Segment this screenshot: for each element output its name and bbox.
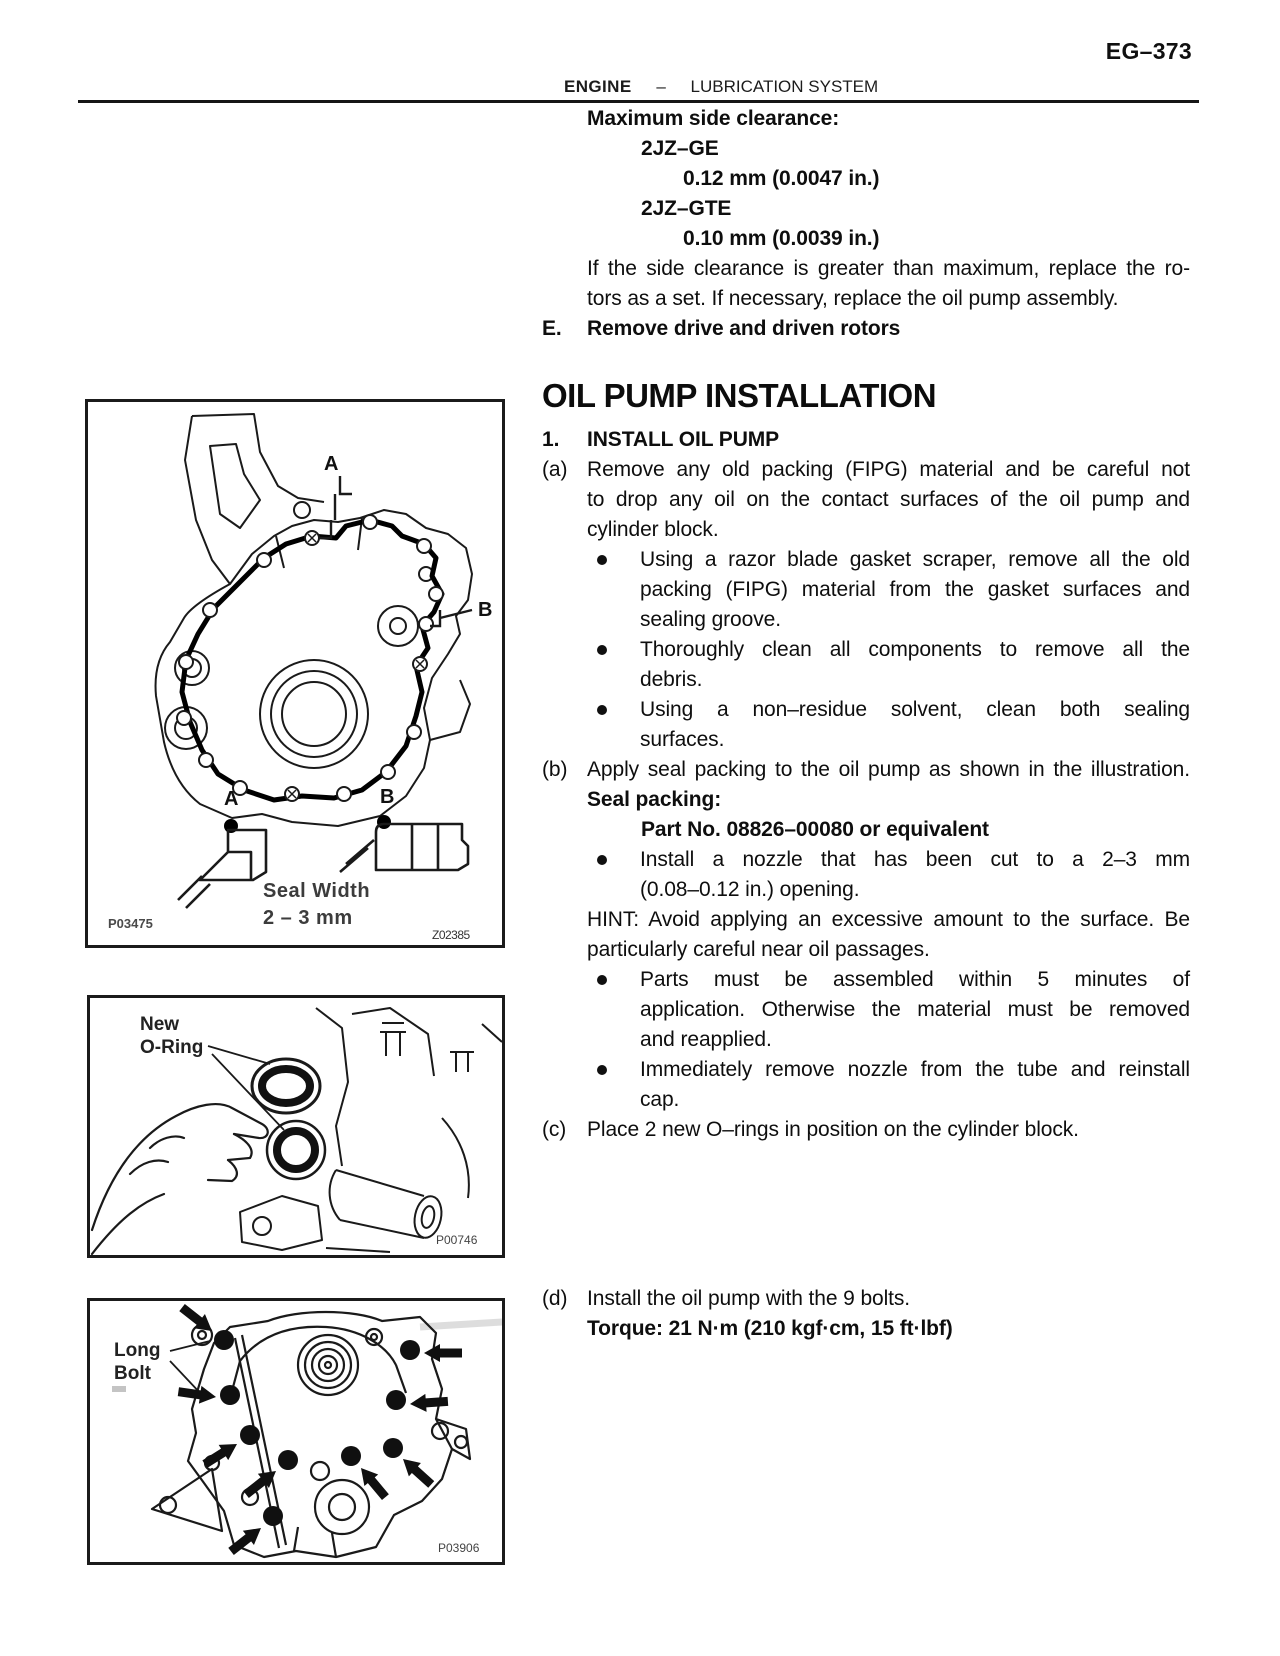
step-a-label: (a) — [542, 458, 568, 481]
figure-seal-packing: A B A B S — [85, 399, 505, 948]
detail-a: A — [177, 788, 268, 909]
label-a: A — [324, 453, 338, 475]
oring-upper — [250, 1057, 322, 1115]
oring-drawing: New O-Ring — [90, 1007, 502, 1255]
seal-packing-part: Part No. 08826–00080 or equivalent — [641, 818, 989, 841]
spec-title: Maximum side clearance: — [587, 107, 840, 130]
hand-drawing — [90, 1103, 269, 1255]
step-e: E. Remove drive and driven rotors — [542, 314, 1190, 344]
detail-a-label: A — [224, 788, 238, 810]
bullet-icon — [597, 555, 607, 565]
bullet-item: Install a nozzle that has been cut to a … — [542, 845, 1190, 905]
seal-width-caption-line2: 2 – 3 mm — [263, 907, 353, 929]
step-a-text: Remove any old packing (FIPG) material a… — [587, 458, 1190, 541]
bolt-arrows — [177, 1304, 462, 1555]
bolt-heads — [214, 1330, 420, 1526]
page-number: EG–373 — [1105, 38, 1192, 64]
spec-engine-1: 2JZ–GE — [641, 137, 719, 160]
bullet-icon — [597, 1065, 607, 1075]
bullet-item: Thoroughly clean all components to remov… — [542, 635, 1190, 695]
timing-cover-outline — [150, 1310, 472, 1559]
spec-note: If the side clearance is greater than ma… — [587, 257, 1190, 310]
header-dash: – — [656, 77, 666, 96]
figure-code: P03475 — [108, 916, 153, 931]
spec-value-2: 0.10 mm (0.0039 in.) — [683, 227, 880, 250]
scan-smudge — [419, 1318, 502, 1331]
bullet-item: Using a non–residue solvent, clean both … — [542, 695, 1190, 755]
figure-oring: New O-Ring — [87, 995, 505, 1258]
step-e-label: E. — [542, 317, 562, 340]
detail-b: B — [339, 786, 470, 873]
step-b-text: Apply seal packing to the oil pump as sh… — [587, 758, 1190, 781]
step-b: (b) Apply seal packing to the oil pump a… — [542, 755, 1190, 785]
step-1: 1. INSTALL OIL PUMP — [542, 425, 1190, 455]
figure-code: P00746 — [436, 1233, 478, 1247]
seal-dot-b — [377, 815, 391, 829]
header-rule — [78, 100, 1199, 103]
oring-leader-lines — [207, 1045, 285, 1131]
step-d-label: (d) — [542, 1287, 568, 1310]
step-d-text: Install the oil pump with the 9 bolts. — [587, 1287, 911, 1310]
running-header: ENGINE – LUBRICATION SYSTEM — [564, 77, 878, 97]
text-column: Maximum side clearance: 2JZ–GE 0.12 mm (… — [542, 104, 1190, 1344]
step-d-block: (d) Install the oil pump with the 9 bolt… — [542, 1284, 1190, 1344]
step-c-text: Place 2 new O–rings in position on the c… — [587, 1118, 1079, 1141]
bolt-label-line2: Bolt — [114, 1363, 152, 1384]
bolt-label-line1: Long — [114, 1340, 160, 1361]
figure-code: P03906 — [438, 1541, 480, 1555]
spec-engine-2: 2JZ–GTE — [641, 197, 732, 220]
seal-width-caption-line1: Seal Width — [263, 880, 370, 902]
bullet-item: Parts must be assembled within 5 minutes… — [542, 965, 1190, 1055]
hint-text: HINT: Avoid applying an excessive amount… — [587, 908, 1190, 961]
bolt-leader-lines — [169, 1340, 211, 1396]
section-b-marker — [430, 608, 473, 628]
oil-pump-drawing: A B A B S — [108, 413, 492, 942]
step-c-label: (c) — [542, 1118, 567, 1141]
detail-b-label: B — [380, 786, 394, 808]
header-section: ENGINE — [564, 77, 632, 96]
step-e-text: Remove drive and driven rotors — [587, 317, 901, 340]
step-d: (d) Install the oil pump with the 9 bolt… — [542, 1284, 1190, 1314]
step-b-label: (b) — [542, 758, 568, 781]
section-title: OIL PUMP INSTALLATION — [542, 377, 937, 414]
section-a-marker — [319, 476, 352, 540]
oring-label-line1: New — [140, 1014, 179, 1035]
bullet-item: Using a razor blade gasket scraper, remo… — [542, 545, 1190, 635]
label-b: B — [478, 599, 492, 621]
spec-value-1: 0.12 mm (0.0047 in.) — [683, 167, 880, 190]
step-1-title: INSTALL OIL PUMP — [587, 428, 780, 451]
cylinder-block-drawing — [239, 1007, 502, 1253]
seal-bead — [179, 517, 445, 803]
step-1-number: 1. — [542, 428, 560, 451]
bullet-icon — [597, 645, 607, 655]
bolt-cross-marks — [287, 533, 425, 799]
bullet-icon — [597, 855, 607, 865]
oring-lower — [265, 1119, 327, 1181]
step-c: (c) Place 2 new O–rings in position on t… — [542, 1115, 1190, 1145]
bullet-icon — [597, 705, 607, 715]
bolt-location-drawing: Long Bolt — [112, 1304, 502, 1559]
figure-bolts: Long Bolt — [87, 1298, 505, 1565]
figure-code-right: Z02385 — [432, 928, 471, 942]
oring-label-line2: O-Ring — [140, 1037, 203, 1058]
bullet-icon — [597, 975, 607, 985]
step-a: (a) Remove any old packing (FIPG) materi… — [542, 455, 1190, 545]
bullet-item: Immediately remove nozzle from the tube … — [542, 1055, 1190, 1115]
header-chapter: LUBRICATION SYSTEM — [690, 77, 879, 96]
torque-spec: Torque: 21 N·m (210 kgf·cm, 15 ft·lbf) — [587, 1317, 953, 1340]
seal-packing-label: Seal packing: — [587, 788, 722, 811]
bolt-holes — [176, 514, 444, 802]
